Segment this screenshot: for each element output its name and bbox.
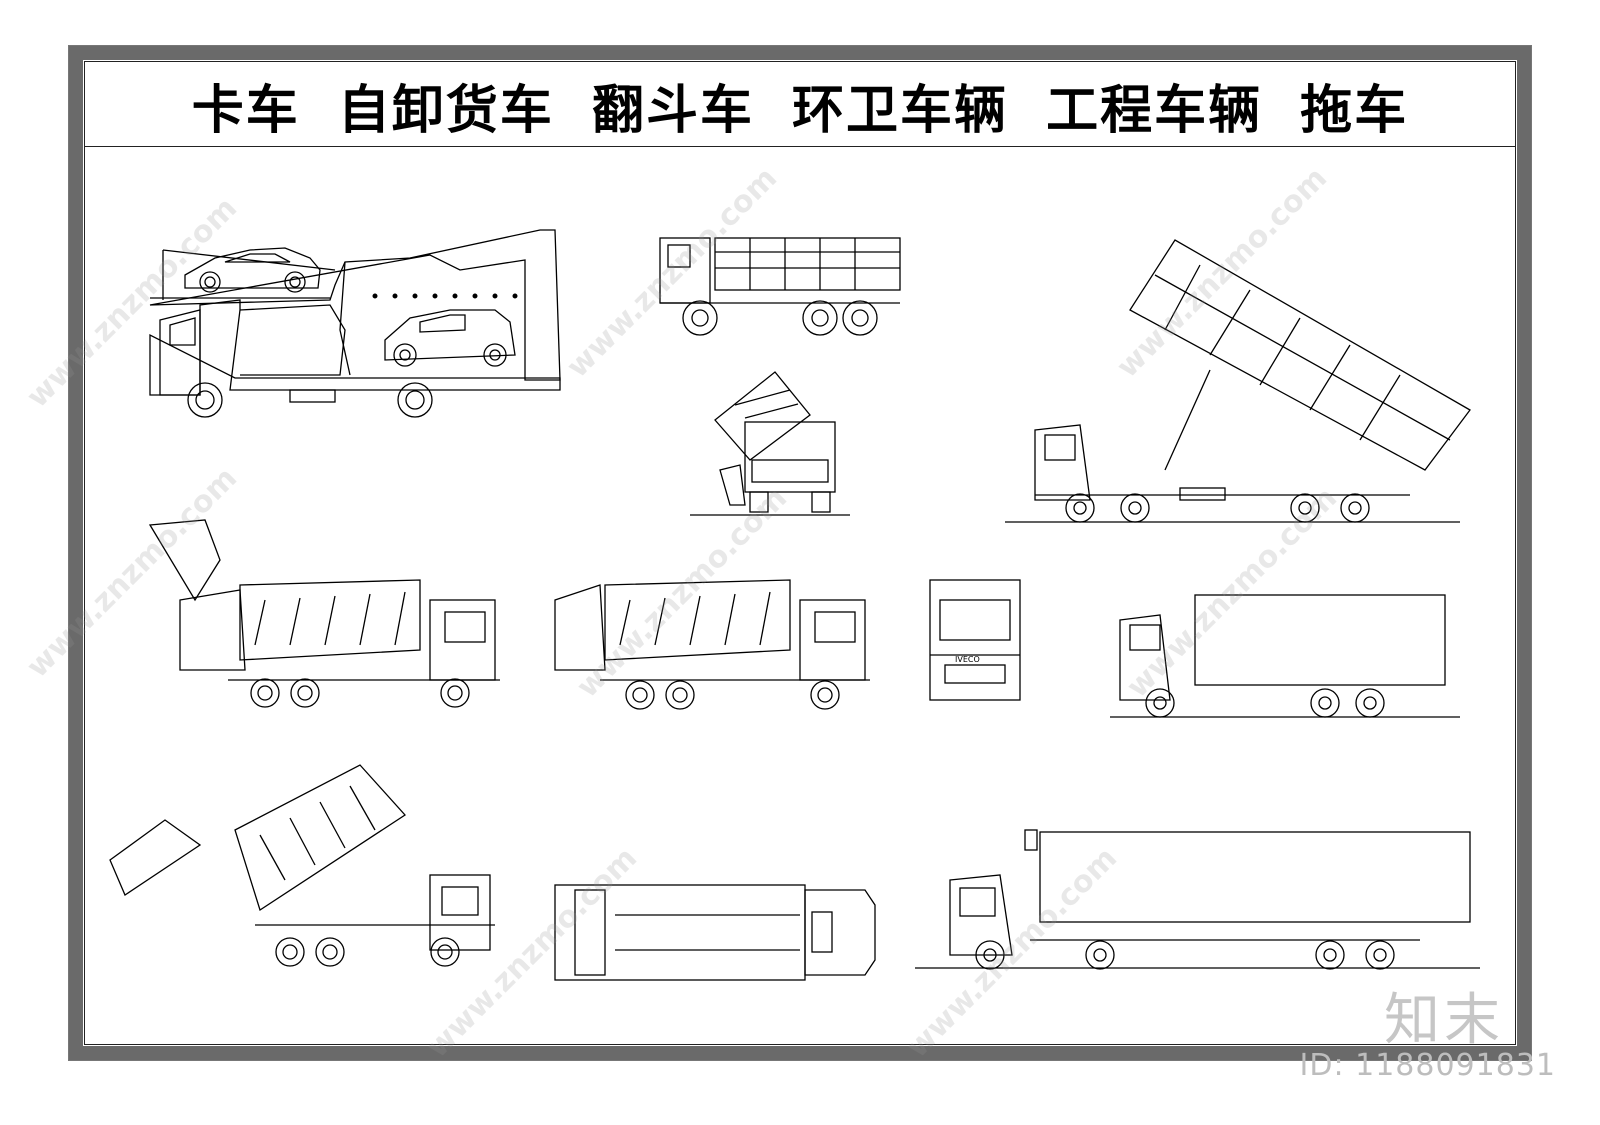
garbage-truck-loader-up bbox=[148, 519, 500, 708]
drawing-frame-outer bbox=[68, 45, 1532, 1061]
garbage-truck-tipping bbox=[109, 764, 495, 967]
car-carrier-truck bbox=[149, 229, 561, 418]
page-title: 卡车 自卸货车 翻斗车 环卫车辆 工程车辆 拖车 bbox=[191, 80, 1409, 141]
title-divider bbox=[84, 146, 1516, 147]
garbage-truck-side bbox=[554, 579, 870, 710]
semi-trailer-truck bbox=[915, 829, 1480, 970]
drawing-sheet bbox=[84, 61, 1516, 1045]
dump-truck-large-tipping bbox=[1005, 239, 1471, 523]
watermark-logo: 知末 bbox=[1384, 988, 1504, 1053]
truck-top-view bbox=[554, 884, 876, 981]
drawing-frame-border bbox=[69, 46, 1531, 1060]
dump-truck-front-tipping bbox=[690, 371, 850, 516]
box-truck-side bbox=[1110, 594, 1460, 718]
watermark-id: ID: 1188091831 bbox=[1299, 1048, 1556, 1083]
truck-badge: IVECO bbox=[955, 655, 980, 664]
dump-truck-side-small bbox=[659, 237, 901, 336]
iveco-truck-front: IVECO bbox=[929, 579, 1021, 701]
